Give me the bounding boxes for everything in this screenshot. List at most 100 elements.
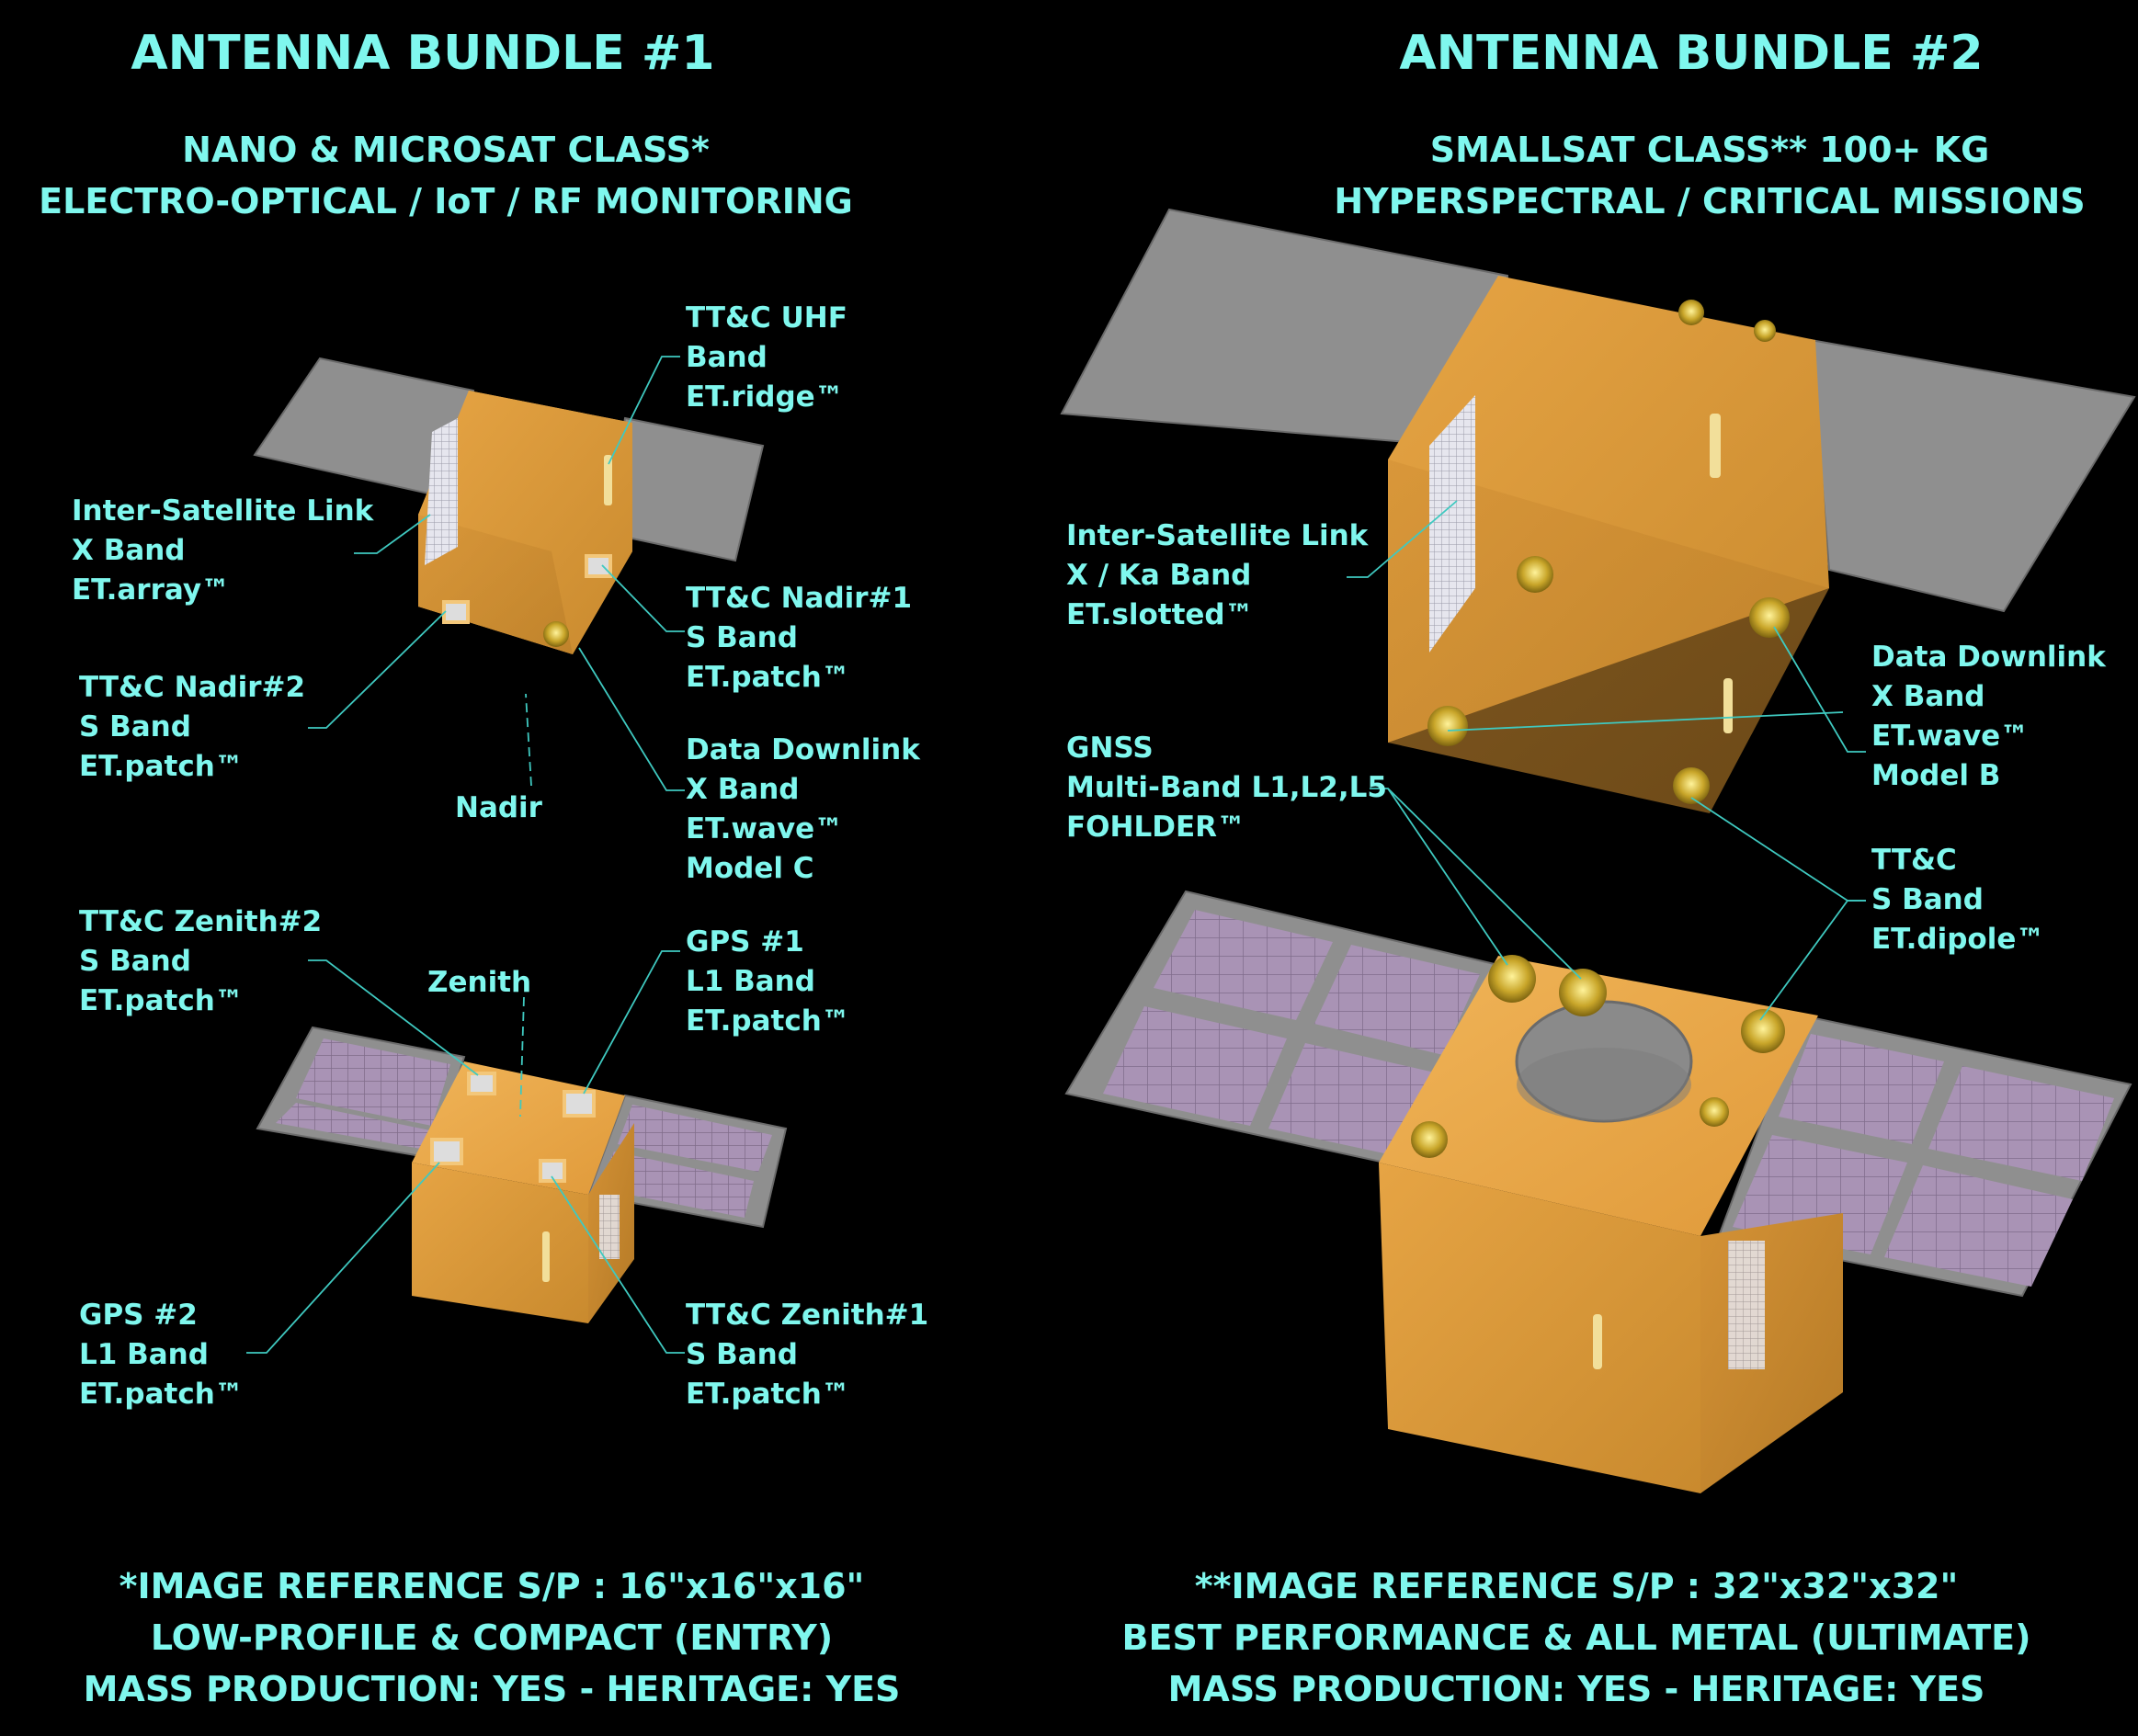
- label-line: Model C: [686, 852, 814, 885]
- label-line: GPS #2: [79, 1299, 198, 1332]
- label-line: Inter-Satellite Link: [1066, 519, 1369, 552]
- b2-isl-grid: [1429, 395, 1475, 652]
- label-line: S Band: [686, 621, 798, 654]
- b2-gnss-antenna-2: [1559, 969, 1607, 1016]
- bundle2-footer-line: MASS PRODUCTION: YES - HERITAGE: YES: [1167, 1669, 1985, 1709]
- b2-lower-side: [1700, 1213, 1843, 1493]
- label-line: ET.wave™: [686, 812, 844, 845]
- b1-patch-zenith1: [539, 1159, 566, 1183]
- b1-patch-gps1: [563, 1090, 596, 1118]
- b1-patch-zenith2: [467, 1072, 496, 1095]
- label-b1-nadir: Nadir: [455, 791, 542, 824]
- label-line: GNSS: [1066, 732, 1154, 765]
- b1-isl-grid: [425, 418, 458, 565]
- bundle1-subtitle: NANO & MICROSAT CLASS* ELECTRO-OPTICAL /…: [9, 124, 882, 227]
- b1-wave-antenna: [543, 621, 569, 647]
- label-line: X Band: [686, 773, 800, 806]
- bundle2-footer-line: BEST PERFORMANCE & ALL METAL (ULTIMATE): [1121, 1617, 2031, 1658]
- label-line: Inter-Satellite Link: [72, 494, 374, 528]
- b2-upper-satellite: [1060, 208, 2136, 813]
- label-b1-zenith: Zenith: [427, 966, 532, 999]
- bundle1-subtitle-line: ELECTRO-OPTICAL / IoT / RF MONITORING: [39, 181, 853, 221]
- label-line: Model B: [1871, 759, 2001, 792]
- label-line: TT&C Zenith#2: [79, 905, 323, 938]
- label-line: TT&C Zenith#1: [686, 1299, 929, 1332]
- label-line: Multi-Band L1,L2,L5: [1066, 771, 1387, 804]
- bundle2-subtitle-line: SMALLSAT CLASS** 100+ KG: [1429, 130, 1990, 170]
- label-line: TT&C UHF: [686, 301, 847, 335]
- b1-patch-gps2: [430, 1138, 463, 1165]
- bundle1-footer-line: LOW-PROFILE & COMPACT (ENTRY): [150, 1617, 834, 1658]
- bundle2-subtitle: SMALLSAT CLASS** 100+ KG HYPERSPECTRAL /…: [1287, 124, 2132, 227]
- b2-gnss-antenna-1: [1488, 955, 1536, 1003]
- label-line: S Band: [1871, 883, 1984, 916]
- label-line: FOHLDER™: [1066, 811, 1246, 844]
- bundle1-subtitle-line: NANO & MICROSAT CLASS*: [182, 130, 710, 170]
- bundle2-title: ANTENNA BUNDLE #2: [1399, 26, 1984, 81]
- bundle1-footer-line: *IMAGE REFERENCE S/P : 16"x16"x16": [119, 1566, 865, 1606]
- bundle1-footer-line: MASS PRODUCTION: YES - HERITAGE: YES: [83, 1669, 901, 1709]
- label-line: X Band: [72, 534, 186, 567]
- label-line: ET.patch™: [686, 1378, 850, 1411]
- b1-uhf-antenna: [604, 455, 612, 505]
- label-line: ET.patch™: [686, 1004, 850, 1038]
- b2-solar-wing-right: [1809, 338, 2136, 613]
- b1-patch-nadir2: [442, 600, 470, 624]
- bundle1-title: ANTENNA BUNDLE #1: [131, 26, 715, 81]
- b2-lower-front: [1379, 1163, 1700, 1493]
- label-line: GPS #1: [686, 925, 804, 959]
- label-line: TT&C: [1871, 844, 1957, 877]
- label-line: ET.ridge™: [686, 380, 844, 414]
- bundle1-footer: *IMAGE REFERENCE S/P : 16"x16"x16" LOW-P…: [37, 1560, 947, 1715]
- b2-downlink-antenna-1: [1749, 597, 1790, 638]
- label-line: ET.slotted™: [1066, 598, 1254, 631]
- b1-lower-satellite: [256, 1026, 788, 1323]
- label-line: X Band: [1871, 680, 1985, 713]
- bundle2-footer-line: **IMAGE REFERENCE S/P : 32"x32"x32": [1194, 1566, 1959, 1606]
- label-line: S Band: [79, 710, 191, 743]
- b2-lower-satellite: [1064, 890, 2132, 1493]
- label-line: TT&C Nadir#2: [79, 671, 306, 704]
- b1-lower-front: [412, 1163, 588, 1323]
- label-line: L1 Band: [686, 965, 815, 998]
- label-line: ET.patch™: [79, 750, 244, 783]
- b2-downlink-antenna-2: [1427, 706, 1468, 746]
- label-line: Band: [686, 341, 768, 374]
- label-line: Data Downlink: [686, 733, 920, 766]
- b1-patch-nadir1: [585, 554, 612, 578]
- b2-bus-front: [1388, 460, 1829, 813]
- bundle2-subtitle-line: HYPERSPECTRAL / CRITICAL MISSIONS: [1334, 181, 2086, 221]
- label-line: ET.patch™: [79, 984, 244, 1017]
- b1-leader-lines: [246, 356, 685, 1354]
- label-line: X / Ka Band: [1066, 559, 1252, 592]
- bundle2-footer: **IMAGE REFERENCE S/P : 32"x32"x32" BEST…: [1103, 1560, 2050, 1715]
- label-line: ET.array™: [72, 573, 231, 607]
- b2-leader-lines: [1347, 500, 1866, 1021]
- label-line: ET.dipole™: [1871, 923, 2045, 956]
- label-line: Data Downlink: [1871, 641, 2106, 674]
- label-line: L1 Band: [79, 1338, 209, 1371]
- b2-ttc-dipole-upper: [1673, 767, 1710, 804]
- label-line: S Band: [686, 1338, 798, 1371]
- label-line: TT&C Nadir#1: [686, 582, 913, 615]
- b2-ridge-antenna: [1710, 414, 1721, 478]
- b1-upper-satellite: [253, 357, 765, 654]
- label-line: ET.patch™: [79, 1378, 244, 1411]
- b1-bus-bottom: [418, 515, 573, 654]
- b2-ttc-dipole-lower: [1741, 1009, 1785, 1053]
- label-line: S Band: [79, 945, 191, 978]
- label-line: ET.patch™: [686, 661, 850, 694]
